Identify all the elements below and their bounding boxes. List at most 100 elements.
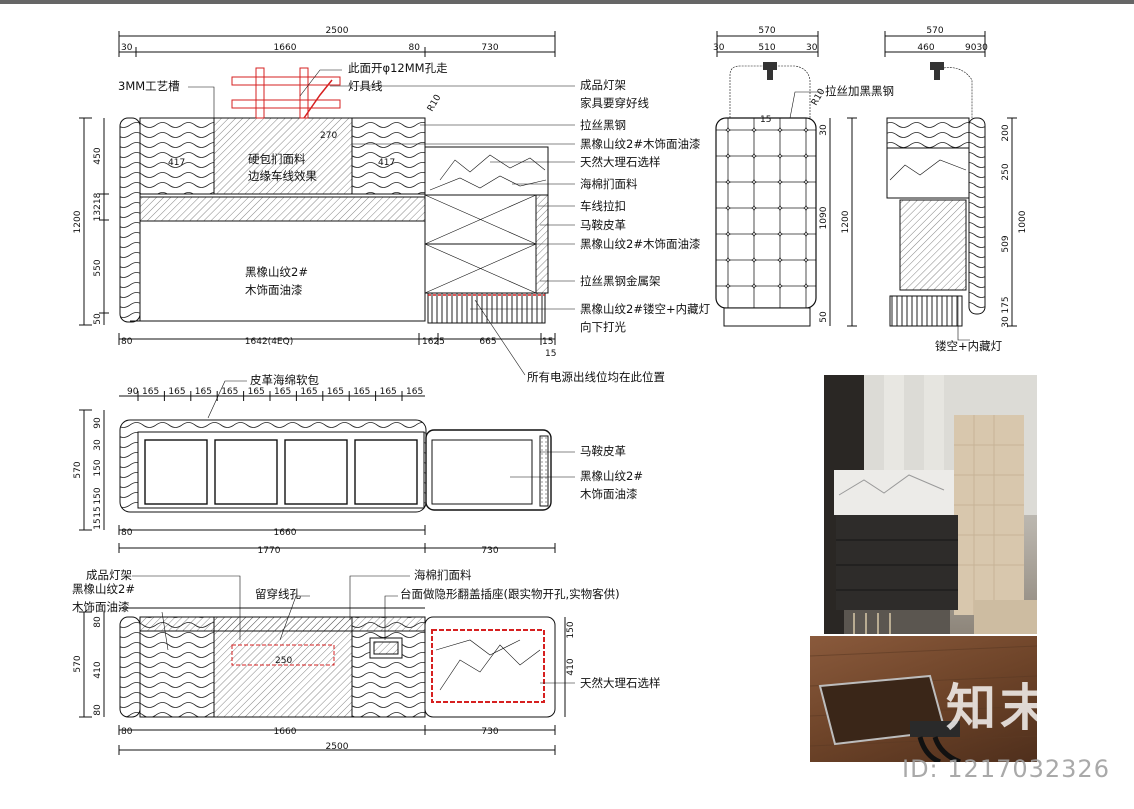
side-a-label-steel: 拉丝加黑黑钢 [825, 84, 894, 98]
plan-leather-boxes [144, 439, 418, 505]
dim-bottom-right: 665 [479, 337, 496, 347]
side-a-dim-30c: 30 [819, 124, 829, 136]
plan-dim-165: 165 [248, 387, 265, 397]
plan-dim-165: 165 [274, 387, 291, 397]
dim-bottom-80: 80 [121, 337, 133, 347]
label-soft-pack: 硬包扪面料 [248, 152, 306, 166]
dim-bottom-left: 1642(4EQ) [245, 337, 293, 347]
side-a-dim-510: 510 [758, 43, 775, 53]
label-body-finish-1: 黑橡山纹2# [245, 265, 308, 279]
plan-label-oak2: 木饰面油漆 [580, 487, 638, 501]
front-lower-body [139, 220, 426, 322]
front-marble-top [424, 146, 549, 196]
ctop-dim-250: 250 [275, 656, 292, 666]
ctop-dim-80c: 80 [93, 704, 103, 716]
reference-photo-socket [810, 636, 1037, 762]
plan-label-oak1: 黑橡山纹2# [580, 469, 643, 483]
side-b-dim-175: 175 [1001, 296, 1011, 313]
ctop-label-lamp-rack: 成品灯架 [86, 568, 132, 582]
label-hole: 此面开φ12MM孔走 [348, 61, 448, 75]
side-a-dim-15: 15 [760, 115, 771, 125]
dim-bottom-r2: 15 [542, 337, 553, 347]
side-elevation-b: 570 460 9030 1000 200 250 509 175 30 镂空+… [884, 26, 1028, 353]
plan-dim-165: 165 [168, 387, 185, 397]
dim-small-b: 80 [409, 43, 421, 53]
dim-h-1318: 13218 [93, 192, 103, 221]
side-a-dim-1090: 1090 [819, 206, 829, 229]
plan-dim-90: 90 [127, 387, 139, 397]
ctop-label-oak2: 木饰面油漆 [72, 600, 130, 614]
dim-r10: R10 [426, 93, 444, 114]
ctop-dim-80b: 80 [93, 616, 103, 628]
label-steel: 拉丝黑钢 [580, 118, 626, 132]
label-button: 车线拉扣 [580, 199, 626, 213]
label-oak-veneer: 黑橡山纹2#木饰面油漆 [580, 137, 700, 151]
frame-top-bar [0, 0, 1134, 4]
ctop-label-foam: 海棉扪面料 [414, 568, 472, 582]
plan-dim-80: 80 [121, 528, 133, 538]
plan-right-edge [539, 435, 549, 507]
dim-small-a: 30 [121, 43, 133, 53]
label-saddle: 马鞍皮革 [580, 218, 626, 232]
plan-leather-box [354, 439, 418, 505]
side-a-tufted-panel [715, 117, 817, 309]
watermark-logo: 知末 [946, 679, 1054, 737]
label-lamp-rack: 成品灯架 [580, 78, 626, 92]
plan-dim-90b: 90 [93, 417, 103, 429]
plan-dim-30: 30 [93, 439, 103, 451]
dim-270: 270 [320, 131, 337, 141]
ctop-dim-410b: 410 [566, 658, 576, 675]
dim-right: 730 [481, 43, 498, 53]
plan-label-saddle: 马鞍皮革 [580, 444, 626, 458]
side-a-dim-1200: 1200 [841, 210, 851, 233]
plan-dim-150a: 150 [93, 459, 103, 476]
label-furniture-wire: 家具要穿好线 [580, 96, 649, 110]
side-a-dim-50: 50 [819, 311, 829, 323]
side-a-dim-30b: 30 [806, 43, 818, 53]
label-oak-veneer2: 黑橡山纹2#木饰面油漆 [580, 237, 700, 251]
dim-417a: 417 [168, 158, 185, 168]
dim-bottom-mid: 1625 [422, 337, 445, 347]
front-soft-pack-panel [213, 117, 353, 195]
side-b-dim-30: 30 [1001, 316, 1011, 328]
plan-dim-1770: 1770 [258, 546, 281, 556]
plan-dim-15a: 15 [93, 506, 103, 517]
ctop-dim-730: 730 [481, 727, 498, 737]
label-hollow: 黑橡山纹2#镂空+内藏灯 [580, 302, 711, 316]
label-downlight: 向下打光 [580, 320, 626, 334]
dim-h-450: 450 [93, 147, 103, 164]
plan-leather-box [284, 439, 348, 505]
plan-dim-15b: 15 [93, 518, 103, 529]
plan-leather-box [214, 439, 278, 505]
side-b-hollow-base [889, 295, 963, 327]
plan-dim-1660: 1660 [274, 528, 297, 538]
dim-left: 1660 [274, 43, 297, 53]
front-wave-panel-right [351, 117, 426, 195]
ctop-top-strip [139, 616, 426, 632]
side-a-dim-total: 570 [758, 26, 775, 36]
reference-photo-counter [824, 375, 1037, 634]
ctop-dim-410a: 410 [93, 661, 103, 678]
dim-total: 2500 [326, 26, 349, 36]
plan-right-inner [431, 439, 533, 505]
plan-dim-165: 165 [353, 387, 370, 397]
ctop-label-marble: 天然大理石选样 [580, 676, 661, 690]
label-marble: 天然大理石选样 [580, 155, 661, 169]
dim-h-550: 550 [93, 259, 103, 276]
ctop-dim-1660: 1660 [274, 727, 297, 737]
front-elevation: 2500 1660 730 30 80 1200 450 13218 550 5… [73, 26, 711, 384]
dim-417b: 417 [378, 158, 395, 168]
side-b-hatched-body [899, 199, 967, 291]
side-a-base [723, 307, 811, 327]
plan-dim-165: 165 [221, 387, 238, 397]
side-b-dim-250: 250 [1001, 163, 1011, 180]
ctop-dim-total: 2500 [326, 742, 349, 752]
side-b-marble [886, 147, 970, 199]
side-b-dim-total: 570 [926, 26, 943, 36]
watermark-id: ID: 1217032326 [902, 755, 1110, 783]
ctop-lamp-rack-outline [231, 644, 335, 666]
plan-label-leather-foam: 皮革海绵软包 [250, 373, 319, 387]
